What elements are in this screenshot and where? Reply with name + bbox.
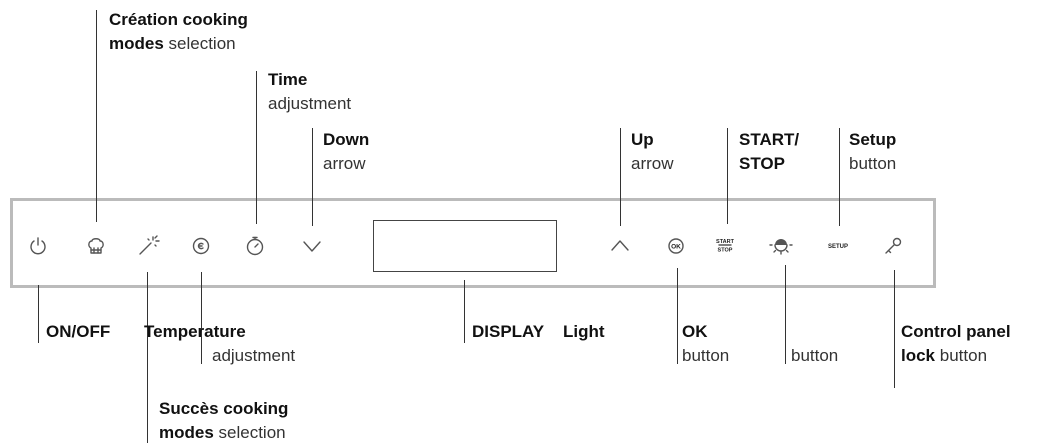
leader-lock: [894, 270, 895, 388]
leader-startstop: [727, 128, 728, 224]
power-icon[interactable]: [24, 232, 52, 260]
leader-temperature: [201, 272, 202, 364]
light-icon[interactable]: [767, 232, 795, 260]
leader-time: [256, 71, 257, 224]
label-creation: Création cooking modes selection: [109, 8, 248, 56]
label-ok-line2: button: [682, 346, 730, 365]
label-display-text: DISPLAY: [472, 322, 545, 341]
leader-setup: [839, 128, 840, 226]
label-light-line1: Light: [563, 322, 605, 341]
label-time: Time adjustment: [268, 68, 351, 116]
label-succes-line1: Succès cooking: [159, 399, 289, 418]
label-lock-line2: button: [935, 346, 988, 365]
svg-text:START: START: [716, 239, 735, 245]
label-light-line2: button: [791, 346, 839, 365]
key-icon[interactable]: [879, 232, 907, 260]
start-stop-icon[interactable]: START STOP: [711, 232, 739, 260]
svg-text:OK: OK: [671, 244, 681, 251]
label-time-line2: adjustment: [268, 94, 352, 113]
svg-text:SETUP: SETUP: [828, 244, 848, 250]
leader-ok: [677, 268, 678, 364]
label-ok-line1: OK: [682, 322, 708, 341]
setup-icon[interactable]: SETUP: [824, 232, 852, 260]
label-temperature-line1: Temperature: [144, 322, 246, 341]
leader-up: [620, 128, 621, 226]
label-succes-line2-bold: modes: [159, 423, 214, 442]
label-display: DISPLAY: [472, 320, 544, 344]
label-light: Light button: [563, 320, 838, 368]
leader-succes: [147, 272, 148, 443]
label-lock: Control panel lock button: [901, 320, 1011, 368]
svg-text:STOP: STOP: [718, 248, 733, 254]
label-creation-line2: selection: [163, 34, 236, 53]
chef-hat-icon[interactable]: [82, 232, 110, 260]
leader-creation: [96, 10, 97, 222]
label-onoff-text: ON/OFF: [46, 322, 111, 341]
label-down-line1: Down: [323, 130, 370, 149]
timer-icon[interactable]: [241, 232, 269, 260]
label-down-line2: arrow: [323, 154, 366, 173]
ok-icon[interactable]: OK: [662, 232, 690, 260]
leader-onoff: [38, 285, 39, 343]
label-onoff: ON/OFF: [46, 320, 110, 344]
label-startstop-line2: STOP: [739, 154, 785, 173]
label-setup-line1: Setup: [849, 130, 897, 149]
label-startstop-line1: START/: [739, 130, 800, 149]
label-up-line2: arrow: [631, 154, 674, 173]
label-setup-line2: button: [849, 154, 897, 173]
label-setup: Setup button: [849, 128, 896, 176]
magic-wand-icon[interactable]: [133, 232, 161, 260]
label-temperature: Temperature adjustment: [144, 320, 295, 368]
label-succes-line2: selection: [213, 423, 286, 442]
label-time-line1: Time: [268, 70, 308, 89]
label-temperature-line2: adjustment: [212, 346, 296, 365]
chevron-down-icon[interactable]: [298, 232, 326, 260]
leader-down: [312, 128, 313, 226]
label-creation-line2-bold: modes: [109, 34, 164, 53]
display-screen: [373, 220, 557, 272]
label-creation-line1: Création cooking: [109, 10, 248, 29]
temperature-dial-icon[interactable]: [187, 232, 215, 260]
label-lock-line1: Control panel: [901, 322, 1011, 341]
leader-light: [785, 265, 786, 364]
label-succes: Succès cooking modes selection: [159, 397, 288, 445]
label-up-line1: Up: [631, 130, 654, 149]
label-lock-line2-bold: lock: [901, 346, 936, 365]
label-up: Up arrow: [631, 128, 674, 176]
label-ok: OK button: [682, 320, 729, 368]
label-startstop: START/ STOP: [739, 128, 799, 176]
chevron-up-icon[interactable]: [606, 232, 634, 260]
leader-display: [464, 280, 465, 343]
label-down: Down arrow: [323, 128, 369, 176]
